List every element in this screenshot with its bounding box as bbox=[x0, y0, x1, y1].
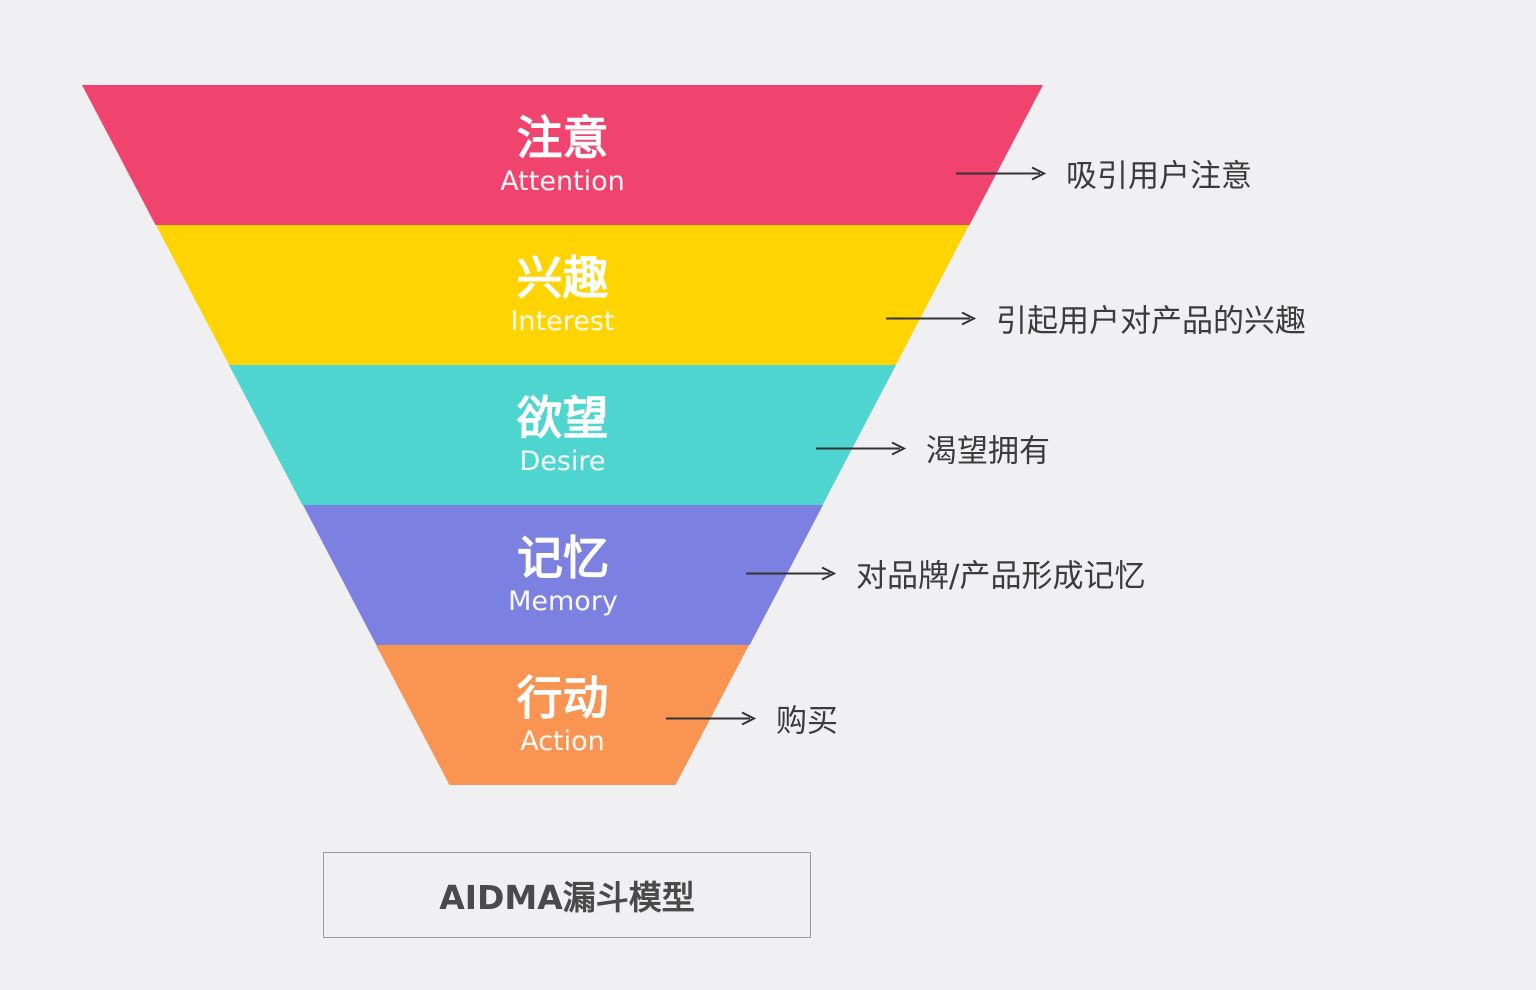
arrow-icon bbox=[666, 711, 757, 725]
caption-label: AIDMA漏斗模型 bbox=[439, 878, 695, 917]
annotation-label: 渴望拥有 bbox=[926, 433, 1050, 470]
annotation-label: 吸引用户注意 bbox=[1066, 158, 1252, 195]
arrow-icon bbox=[956, 166, 1047, 180]
annotation-desire: 渴望拥有 bbox=[816, 426, 1050, 471]
funnel-layer-interest: 兴趣 Interest bbox=[156, 225, 969, 365]
funnel-layer-title: 注意 bbox=[516, 110, 609, 165]
funnel-layer-subtitle: Attention bbox=[500, 166, 625, 198]
funnel-layer-title: 欲望 bbox=[516, 390, 609, 445]
funnel-layer-title: 记忆 bbox=[517, 530, 609, 585]
funnel-layer-memory: 记忆 Memory bbox=[303, 505, 823, 645]
funnel-layer-subtitle: Memory bbox=[508, 586, 618, 618]
funnel-layer-title: 行动 bbox=[516, 670, 609, 725]
funnel-layer-subtitle: Interest bbox=[510, 306, 615, 338]
funnel-layer-attention: 注意 Attention bbox=[82, 85, 1043, 225]
annotation-memory: 对品牌/产品形成记忆 bbox=[746, 551, 1145, 596]
arrow-icon bbox=[816, 441, 907, 455]
arrow-icon bbox=[886, 311, 977, 325]
annotation-action: 购买 bbox=[666, 696, 838, 741]
funnel-layer-action: 行动 Action bbox=[376, 645, 749, 785]
annotation-label: 引起用户对产品的兴趣 bbox=[996, 303, 1306, 340]
funnel-layer-desire: 欲望 Desire bbox=[229, 365, 896, 505]
funnel-layer-title: 兴趣 bbox=[516, 250, 609, 305]
arrow-icon bbox=[746, 566, 837, 580]
funnel-layer-subtitle: Action bbox=[520, 726, 605, 758]
caption-box: AIDMA漏斗模型 bbox=[323, 852, 811, 938]
annotation-attention: 吸引用户注意 bbox=[956, 151, 1252, 196]
annotation-interest: 引起用户对产品的兴趣 bbox=[886, 296, 1306, 341]
funnel-layer-subtitle: Desire bbox=[519, 446, 606, 478]
annotation-label: 购买 bbox=[776, 703, 838, 740]
annotation-label: 对品牌/产品形成记忆 bbox=[856, 558, 1146, 595]
